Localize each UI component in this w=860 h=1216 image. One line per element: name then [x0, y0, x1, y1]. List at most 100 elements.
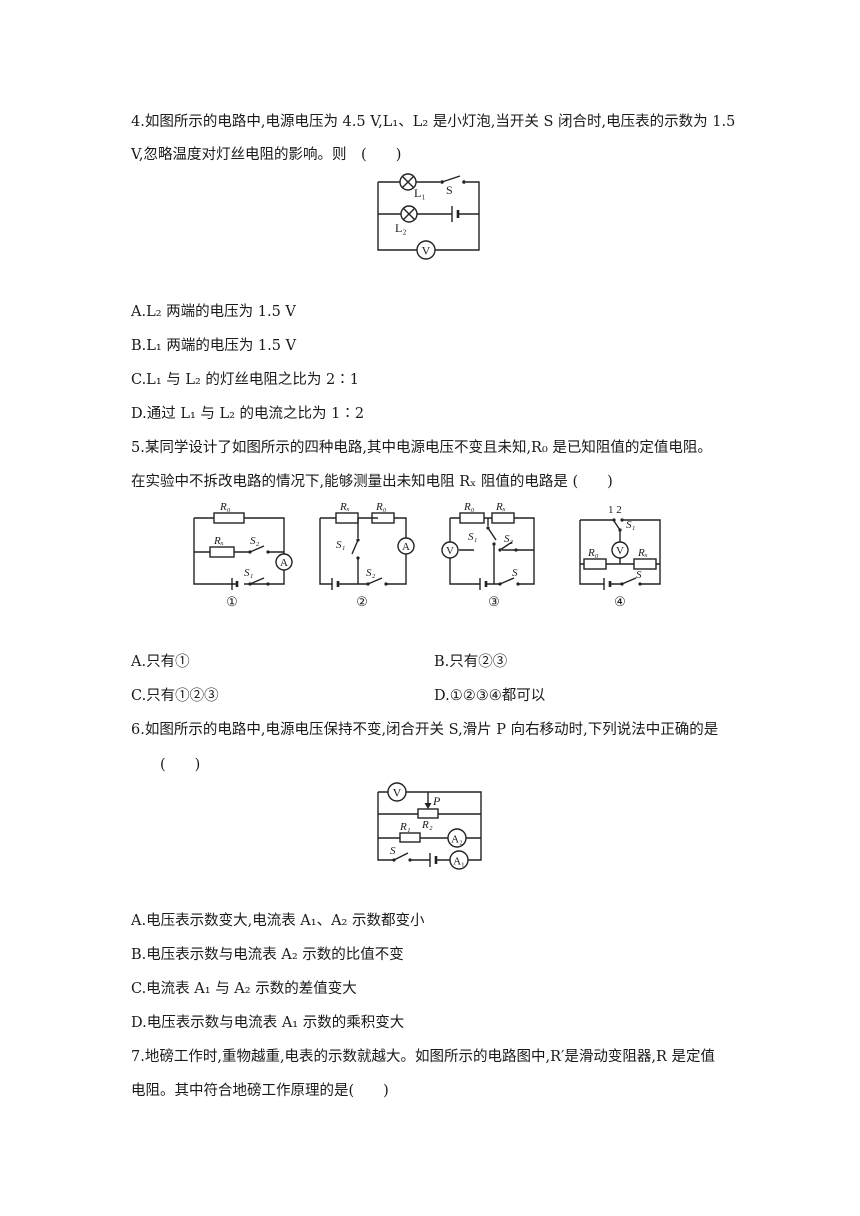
q5-circuit-4: V 1 2 S₁ R₀ Rₓ S ④	[579, 504, 661, 609]
battery-icon	[451, 206, 460, 222]
rx-label: Rₓ	[637, 547, 648, 559]
switch-s2-icon	[498, 541, 518, 552]
voltmeter-label: V	[393, 786, 402, 800]
battery-icon	[479, 578, 488, 590]
slider-arrow-icon	[424, 803, 432, 809]
single-pole-double-throw-switch-s1-icon	[612, 518, 624, 532]
rx-resistor-icon	[633, 558, 657, 570]
s1-label: S₁	[468, 531, 478, 543]
r0-label: R₀	[463, 501, 475, 513]
q5-option-d: D.①②③④都可以	[434, 688, 546, 704]
q6-option-c: C.电流表 A₁ 与 A₂ 示数的差值变大	[131, 981, 357, 997]
s-label: S	[512, 567, 518, 579]
r0-resistor-icon	[459, 512, 485, 524]
q5-stem-line2: 在实验中不拆改电路的情况下,能够测量出未知电阻 Rₓ 阻值的电路是 ( )	[131, 474, 613, 490]
s1-label: S₁	[626, 519, 636, 531]
ammeter-icon: A	[275, 553, 293, 571]
l2-label: L₂	[395, 221, 407, 235]
q6-stem-line1: 6.如图所示的电路中,电源电压保持不变,闭合开关 S,滑片 P 向右移动时,下列…	[131, 722, 719, 738]
q6-stem-line2: ( )	[160, 757, 201, 773]
q5-option-b: B.只有②③	[434, 654, 508, 670]
q5-option-c: C.只有①②③	[131, 688, 219, 704]
circuit-4-label: ④	[614, 594, 626, 609]
voltmeter-icon: V	[441, 541, 459, 559]
rx-resistor-icon	[491, 512, 515, 524]
switch-s1-icon	[351, 538, 360, 560]
q4-stem-line1: 4.如图所示的电路中,电源电压为 4.5 V,L₁、L₂ 是小灯泡,当开关 S …	[131, 114, 736, 130]
q5-circuit-diagrams: A R₀ Rₓ S₂ S₁ ① A Rₓ R₀ S₁ S₂ ② V R₀ Rₓ …	[193, 501, 661, 609]
p-label: P	[432, 794, 441, 808]
ammeter-a1-icon: A₁	[449, 850, 469, 870]
s-label: S	[390, 845, 396, 857]
switch-s2-icon	[248, 545, 270, 554]
q6-option-a: A.电压表示数变大,电流表 A₁、A₂ 示数都变小	[131, 913, 425, 929]
switch-s-icon	[620, 577, 642, 586]
rx-resistor-icon	[209, 546, 235, 558]
ammeter-label: A	[402, 541, 410, 553]
r0-resistor-icon	[371, 512, 395, 524]
q5-circuit-2: A Rₓ R₀ S₁ S₂ ②	[319, 501, 415, 609]
l1-label: L₁	[414, 186, 426, 200]
circuit-1-label: ①	[226, 594, 238, 609]
voltmeter-icon: V	[611, 541, 629, 559]
circuit-2-label: ②	[356, 594, 368, 609]
s1-label: S₁	[244, 567, 254, 579]
switch-s-icon	[440, 175, 466, 184]
ammeter-a2-icon: A₂	[447, 828, 467, 848]
ammeter-a2-label: A₂	[451, 834, 463, 846]
s-label: S	[446, 183, 453, 197]
battery-icon	[603, 578, 612, 590]
rx-label: Rₓ	[213, 535, 224, 547]
q6-option-d: D.电压表示数与电流表 A₁ 示数的乘积变大	[131, 1015, 405, 1031]
voltmeter-label: V	[446, 545, 454, 557]
q4-option-d: D.通过 L₁ 与 L₂ 的电流之比为 1∶2	[131, 406, 365, 422]
voltmeter-icon: V	[416, 240, 436, 260]
switch-s2-icon	[366, 577, 388, 586]
switch-s1-icon	[486, 526, 497, 546]
lamp-l1-icon	[399, 173, 417, 191]
ammeter-label: A	[280, 557, 288, 569]
q4-circuit-diagram: V L₁ S L₂	[377, 173, 480, 260]
s2-label: S₂	[504, 533, 514, 545]
voltmeter-label: V	[422, 244, 431, 258]
r0-resistor-icon	[583, 558, 607, 570]
q7-stem-line1: 7.地磅工作时,重物越重,电表的示数就越大。如图所示的电路图中,R′是滑动变阻器…	[131, 1049, 716, 1065]
switch-s-icon	[392, 852, 412, 862]
q4-wires	[377, 181, 480, 251]
switch-s1-icon	[248, 577, 270, 586]
q5-circuit-3: V R₀ Rₓ S₁ S₂ S ③	[441, 501, 535, 609]
rx-label: Rₓ	[339, 501, 350, 513]
s2-label: S₂	[250, 535, 260, 547]
s2-label: S₂	[366, 567, 376, 579]
r0-resistor-icon	[213, 512, 245, 524]
q4-option-a: A.L₂ 两端的电压为 1.5 V	[131, 304, 296, 320]
r0-label: R₀	[219, 501, 231, 513]
r2-label: R₂	[421, 819, 433, 831]
q6-circuit-diagram: V A₂ A₁ P R₂ R₁ S	[377, 782, 482, 870]
battery-icon	[231, 578, 239, 590]
r0-label: R₀	[375, 501, 387, 513]
battery-icon	[331, 578, 340, 590]
q4-option-b: B.L₁ 两端的电压为 1.5 V	[131, 338, 297, 354]
rx-resistor-icon	[335, 512, 359, 524]
q5-circuit-1: A R₀ Rₓ S₂ S₁ ①	[193, 501, 293, 609]
lamp-l2-icon	[400, 205, 418, 223]
q4-option-c: C.L₁ 与 L₂ 的灯丝电阻之比为 2∶1	[131, 372, 359, 388]
r2-rheostat-icon	[417, 808, 439, 819]
q5-stem-line1: 5.某同学设计了如图所示的四种电路,其中电源电压不变且未知,R₀ 是已知阻值的定…	[131, 440, 712, 456]
ammeter-a1-label: A₁	[453, 856, 465, 868]
switch-position-labels: 1 2	[608, 504, 622, 516]
ammeter-icon: A	[397, 537, 415, 555]
battery-icon	[429, 853, 438, 867]
circuit-3-label: ③	[488, 594, 500, 609]
r1-label: R₁	[399, 821, 411, 833]
q7-stem-line2: 电阻。其中符合地磅工作原理的是( )	[131, 1083, 389, 1099]
s-label: S	[636, 569, 642, 581]
r0-label: R₀	[587, 547, 599, 559]
rx-label: Rₓ	[495, 501, 506, 513]
s1-label: S₁	[336, 539, 346, 551]
q4-stem-line2: V,忽略温度对灯丝电阻的影响。则 ( )	[131, 147, 402, 163]
q5-option-a: A.只有①	[131, 654, 190, 670]
voltmeter-icon: V	[387, 782, 407, 802]
switch-s-icon	[498, 577, 520, 586]
